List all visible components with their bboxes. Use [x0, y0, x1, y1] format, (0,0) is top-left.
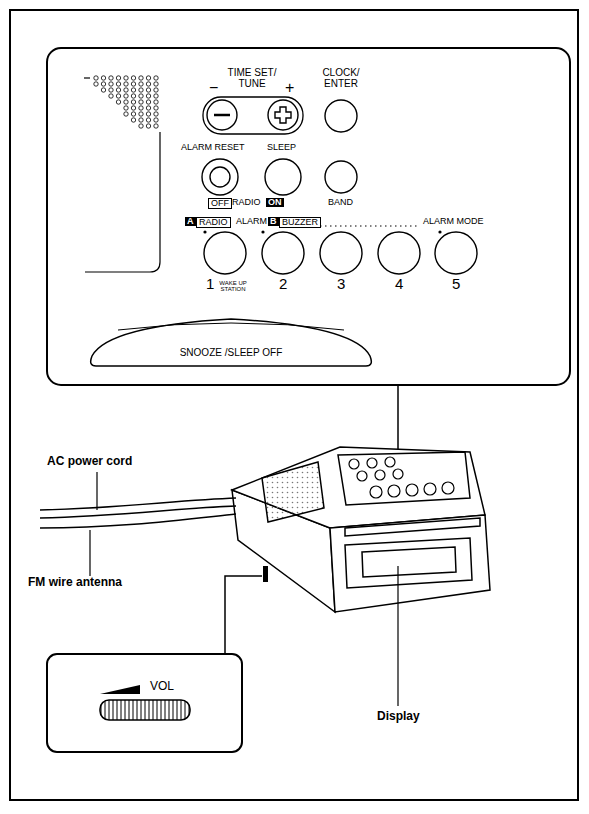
- page-frame: [10, 10, 578, 800]
- button-label: CLOCK/ ENTER: [316, 68, 366, 89]
- alarm-letter: B: [268, 217, 279, 226]
- switch-label: RADIO: [232, 198, 261, 207]
- button-label: BAND: [328, 198, 353, 207]
- switch-position: ON: [266, 198, 284, 207]
- fm-wire-antenna: [40, 514, 236, 528]
- preset-number: 3: [337, 276, 345, 292]
- snooze-bar: SNOOZE /SLEEP OFF: [88, 316, 374, 370]
- switch-position: OFF: [208, 198, 232, 209]
- part-name: VOL: [150, 680, 174, 693]
- part-name: AC power cord: [47, 455, 132, 468]
- speaker-outline: [85, 132, 160, 272]
- snooze-bar-outline: [88, 316, 374, 370]
- alarm-mode: BUZZER: [279, 217, 321, 228]
- alarm-mode: RADIO: [196, 217, 231, 228]
- tune-button-frame: [203, 97, 303, 134]
- button-label: ALARM MODE: [423, 217, 484, 226]
- volume-wheel: [100, 700, 190, 720]
- preset-number: 5: [452, 276, 460, 292]
- plus-sign: +: [285, 80, 294, 97]
- speaker-grille: [94, 76, 158, 128]
- part-name: FM wire antenna: [28, 576, 122, 589]
- unit-buttons: [349, 457, 454, 498]
- preset-number: 4: [395, 276, 403, 292]
- button-label: SLEEP: [267, 143, 296, 152]
- dotted-leader: [320, 225, 420, 226]
- clock-radio-body: [232, 447, 490, 612]
- alarm-label: ALARM: [236, 217, 267, 226]
- button-label: TIME SET/ TUNE: [222, 68, 282, 89]
- preset-number: 2: [279, 276, 287, 292]
- button-label: ALARM RESET: [181, 143, 245, 152]
- part-name: Display: [377, 710, 420, 723]
- volume-inset: [47, 654, 242, 752]
- control-panel-inset: [47, 48, 570, 385]
- volume-wedge: [100, 685, 140, 694]
- preset-note: WAKE UP STATION: [218, 280, 248, 293]
- minus-sign: −: [209, 80, 218, 97]
- buttons: [202, 100, 477, 274]
- button-label: SNOOZE /SLEEP OFF: [88, 347, 374, 358]
- alarm-letter: A: [185, 217, 196, 226]
- preset-number: 1: [206, 276, 214, 292]
